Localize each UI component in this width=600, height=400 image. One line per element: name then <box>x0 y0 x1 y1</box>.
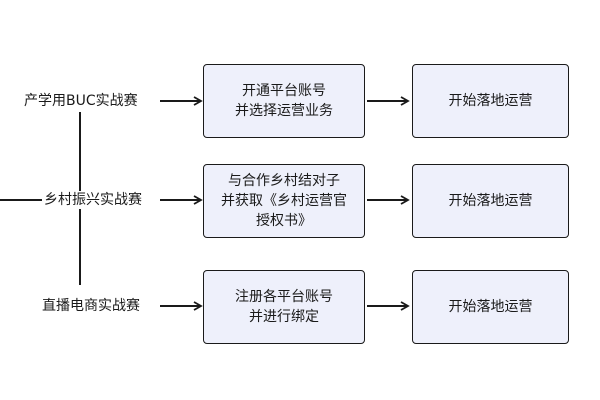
result-box-livestream: 开始落地运营 <box>412 270 569 344</box>
result-label: 开始落地运营 <box>448 193 533 209</box>
step-box-livestream: 注册各平台账号 并进行绑定 <box>203 270 365 344</box>
result-label: 开始落地运营 <box>448 299 533 315</box>
source-label-livestream: 直播电商实战赛 <box>40 297 142 315</box>
step-box-rural: 与合作乡村结对子 并获取《乡村运营官 授权书》 <box>203 164 365 238</box>
result-box-rural: 开始落地运营 <box>412 164 569 238</box>
step-line: 并选择运营业务 <box>235 103 333 119</box>
step-line: 并进行绑定 <box>249 309 319 325</box>
source-label-rural: 乡村振兴实战赛 <box>42 191 144 209</box>
result-box-buc: 开始落地运营 <box>412 64 569 138</box>
step-line: 开通平台账号 <box>242 83 326 99</box>
source-label-buc: 产学用BUC实战赛 <box>22 92 140 110</box>
step-line: 注册各平台账号 <box>235 289 333 305</box>
result-label: 开始落地运营 <box>448 93 533 109</box>
step-line: 授权书》 <box>256 213 312 229</box>
step-line: 并获取《乡村运营官 <box>221 193 347 209</box>
step-line: 与合作乡村结对子 <box>228 173 340 189</box>
step-box-buc: 开通平台账号 并选择运营业务 <box>203 64 365 138</box>
